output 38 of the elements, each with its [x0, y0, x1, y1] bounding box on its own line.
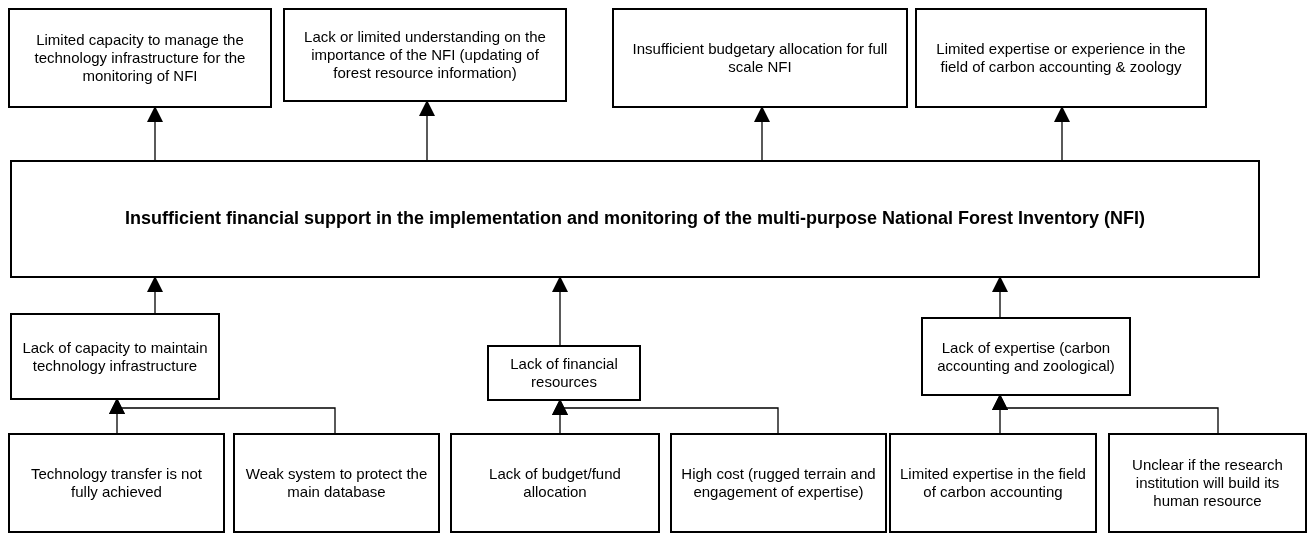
problem-box [921, 317, 1131, 396]
problem-box [915, 8, 1207, 108]
problem-text: Lack of capacity to maintain technology infrastructure [21, 338, 209, 375]
problem-text: Lack of budget/fund allocation [488, 465, 622, 501]
arrow [992, 276, 1008, 318]
problem-text: High cost (rugged terrain and engagement of expertise) [680, 465, 877, 501]
arrow [147, 106, 163, 161]
problem-box [10, 313, 220, 400]
arrow [552, 399, 779, 434]
problem-text: Limited expertise in the field of carbon accounting [899, 465, 1087, 501]
problem-text: Weak system to protect the main database [244, 465, 429, 501]
arrow [992, 394, 1219, 434]
problem-box [8, 8, 272, 108]
arrow [419, 100, 435, 161]
arrow [147, 276, 163, 314]
problem-box [889, 433, 1097, 533]
problem-text: Technology transfer is not fully achieved [30, 465, 203, 501]
problem-text: Limited capacity to manage the technology infrastructure for the monitoring of NFI [33, 31, 247, 85]
arrow [552, 276, 568, 346]
problem-box [450, 433, 660, 533]
problem-text: Lack of financial resources [509, 355, 619, 391]
core-problem-text: Insufficient financial support in the implementation and monitoring of the multi-purpose National Forest Inventory (NFI) [125, 207, 1145, 231]
problem-text: Lack or limited understanding on the importance of the NFI (updating of forest resource information) [303, 28, 547, 82]
problem-box [283, 8, 567, 102]
problem-text: Insufficient budgetary allocation for full scale NFI [631, 40, 889, 76]
problem-box [1108, 433, 1307, 533]
arrow [109, 398, 336, 434]
arrow [754, 106, 770, 161]
core-problem-box [10, 160, 1260, 278]
problem-box [670, 433, 887, 533]
problem-box [233, 433, 440, 533]
problem-text: Unclear if the research institution will build its human resource [1131, 456, 1284, 510]
problem-text: Limited expertise or experience in the field of carbon accounting & zoology [935, 40, 1187, 76]
problem-box [612, 8, 908, 108]
problem-box [8, 433, 225, 533]
problem-text: Lack of expertise (carbon accounting and zoological) [936, 338, 1116, 375]
arrow [1054, 106, 1070, 161]
problem-box [487, 345, 641, 401]
